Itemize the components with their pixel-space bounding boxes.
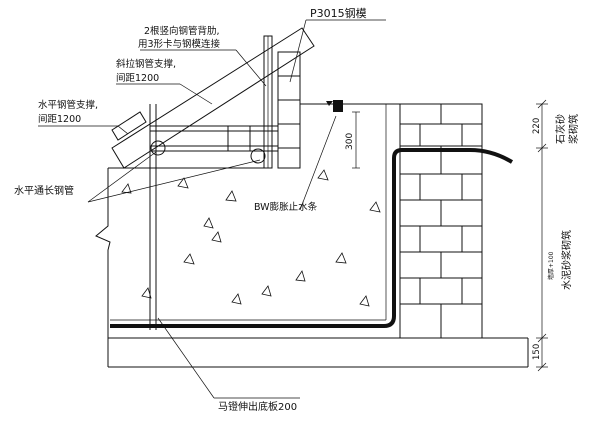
brick-masonry: [399, 103, 483, 339]
label-vertical-pipe-1: 2根竖向钢管背肋,: [144, 25, 220, 37]
label-horizontal-brace-2: 间距1200: [38, 113, 81, 125]
dim-upper-segment: 220: [532, 118, 542, 134]
label-rebar-stool: 马镫伸出底板200: [218, 400, 297, 413]
label-lime-mortar-2: 浆砌筑: [567, 114, 580, 144]
label-steel-formwork: P3015钢模: [310, 7, 367, 20]
label-waterstop-strip: BW膨胀止水条: [254, 201, 318, 213]
label-diagonal-brace-1: 斜拉钢管支撑,: [116, 58, 176, 70]
waterstop-block: [326, 100, 343, 112]
leader-lines: [38, 19, 386, 399]
support-frame: [111, 27, 315, 330]
label-horizontal-long-pipe: 水平通长钢管: [14, 184, 74, 197]
dimension-lines: [352, 99, 548, 372]
dim-base-segment: 150: [532, 344, 542, 360]
label-wall-thickness: 墙厚+100: [547, 251, 555, 280]
label-cement-mortar: 水泥砂浆砌筑: [560, 230, 573, 290]
label-vertical-pipe-2: 用3形卡与钢模连接: [138, 38, 221, 50]
waterproof-membrane: [110, 104, 514, 328]
label-diagonal-brace-2: 间距1200: [116, 72, 159, 84]
dim-waterstop-height: 300: [345, 133, 355, 150]
concrete-aggregate: [121, 169, 381, 307]
label-horizontal-brace-1: 水平钢管支撑,: [38, 99, 98, 111]
steel-formwork: [263, 35, 301, 169]
base-slab: [107, 337, 529, 368]
label-lime-mortar-1: 石灰砂: [554, 114, 567, 144]
